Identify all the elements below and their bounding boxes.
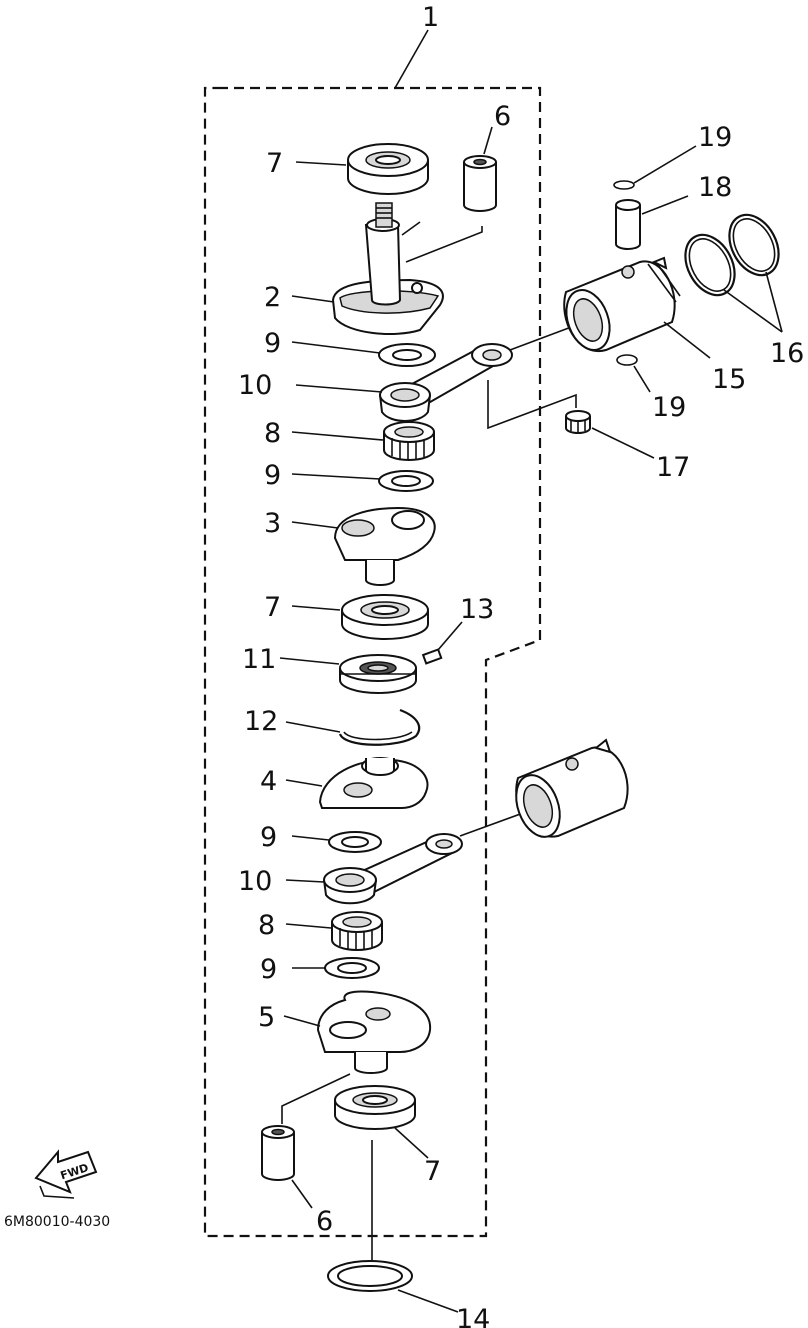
piston-ring-2 [728, 213, 780, 277]
needle-bearing-2 [331, 911, 383, 951]
leader-19b [633, 365, 651, 393]
bearing-middle [341, 594, 429, 640]
leader-9c [291, 835, 330, 841]
piston-upper [563, 256, 681, 353]
label-12: 12 [244, 706, 278, 737]
label-9a: 9 [264, 328, 281, 359]
leader-9b [291, 473, 381, 480]
small-end-bearing [565, 410, 591, 434]
circlip-top [613, 180, 635, 190]
label-11: 11 [242, 644, 276, 675]
leader-8a [291, 431, 384, 441]
crank-lower [316, 990, 432, 1074]
leader-2 [291, 295, 335, 303]
leader-19a [633, 145, 697, 184]
label-5: 5 [258, 1002, 275, 1033]
oil-seal-ring [327, 1260, 413, 1292]
label-9c: 9 [260, 822, 277, 853]
thrust-washer-1 [378, 343, 436, 367]
leader-12 [285, 721, 341, 733]
leader-16a [723, 289, 783, 333]
label-4: 4 [260, 766, 277, 797]
label-19b: 19 [652, 392, 686, 423]
piston-lower [515, 738, 629, 838]
label-17: 17 [656, 452, 690, 483]
leader-3 [291, 521, 339, 529]
label-10b: 10 [238, 866, 272, 897]
leader-1 [394, 29, 429, 89]
label-1: 1 [422, 2, 439, 33]
label-9b: 9 [264, 460, 281, 491]
locating-pin [421, 648, 443, 665]
crank-upper [331, 202, 444, 335]
label-2: 2 [264, 282, 281, 313]
leader-6a-pin [405, 226, 483, 263]
leader-8b [285, 923, 332, 929]
leader-key [401, 221, 421, 236]
leader-10b [285, 879, 325, 883]
leader-7a [295, 161, 347, 166]
label-14: 14 [456, 1304, 490, 1328]
leader-17 [591, 427, 655, 459]
label-6a: 6 [494, 101, 511, 132]
label-16: 16 [770, 338, 804, 369]
thrust-washer-2 [378, 470, 434, 492]
labyrinth-seal [339, 654, 417, 694]
needle-bearing-1 [383, 421, 435, 461]
circlip-bottom [616, 354, 638, 366]
leader-6a [483, 126, 493, 155]
leader-6b [291, 1179, 313, 1209]
label-8a: 8 [264, 418, 281, 449]
label-15: 15 [712, 364, 746, 395]
leader-7b [291, 605, 341, 611]
leader-4 [285, 779, 323, 787]
forward-arrow-icon: FWD [34, 1149, 98, 1199]
leader-14 [397, 1289, 459, 1313]
bearing-bottom [334, 1085, 416, 1130]
label-18: 18 [698, 172, 732, 203]
leader-18 [641, 195, 689, 215]
piston-pin [615, 199, 641, 250]
leader-16b [765, 271, 783, 333]
crank-middle [333, 506, 436, 586]
leader-9a [291, 341, 381, 354]
label-10a: 10 [238, 370, 272, 401]
label-3: 3 [264, 508, 281, 539]
leader-15 [663, 321, 711, 359]
dowel-pin-bottom [261, 1125, 295, 1181]
label-7a: 7 [266, 148, 283, 179]
leader-11 [279, 657, 340, 665]
bearing-top [347, 143, 429, 195]
leader-13 [437, 621, 463, 651]
label-19a: 19 [698, 122, 732, 153]
leader-5 [283, 1015, 321, 1027]
leader-10a [295, 384, 383, 393]
drawing-code: 6M80010-4030 [4, 1214, 110, 1230]
crank-lower-middle [318, 757, 429, 809]
connecting-rod-upper [379, 343, 513, 422]
retaining-ring [338, 708, 421, 746]
label-7c: 7 [424, 1156, 441, 1187]
thrust-washer-4 [324, 957, 380, 979]
dowel-pin-top [463, 155, 497, 212]
label-13: 13 [460, 594, 494, 625]
connecting-rod-lower [323, 833, 463, 905]
leader-17-pin [487, 380, 577, 430]
piston-ring-1 [684, 233, 736, 297]
leader-6b-pin [281, 1073, 351, 1124]
thrust-washer-3 [328, 831, 382, 853]
leader-7c [394, 1127, 429, 1159]
assembly-boundary [203, 86, 542, 1238]
label-8b: 8 [258, 910, 275, 941]
label-7b: 7 [264, 592, 281, 623]
label-9d: 9 [260, 954, 277, 985]
label-6b: 6 [316, 1206, 333, 1237]
